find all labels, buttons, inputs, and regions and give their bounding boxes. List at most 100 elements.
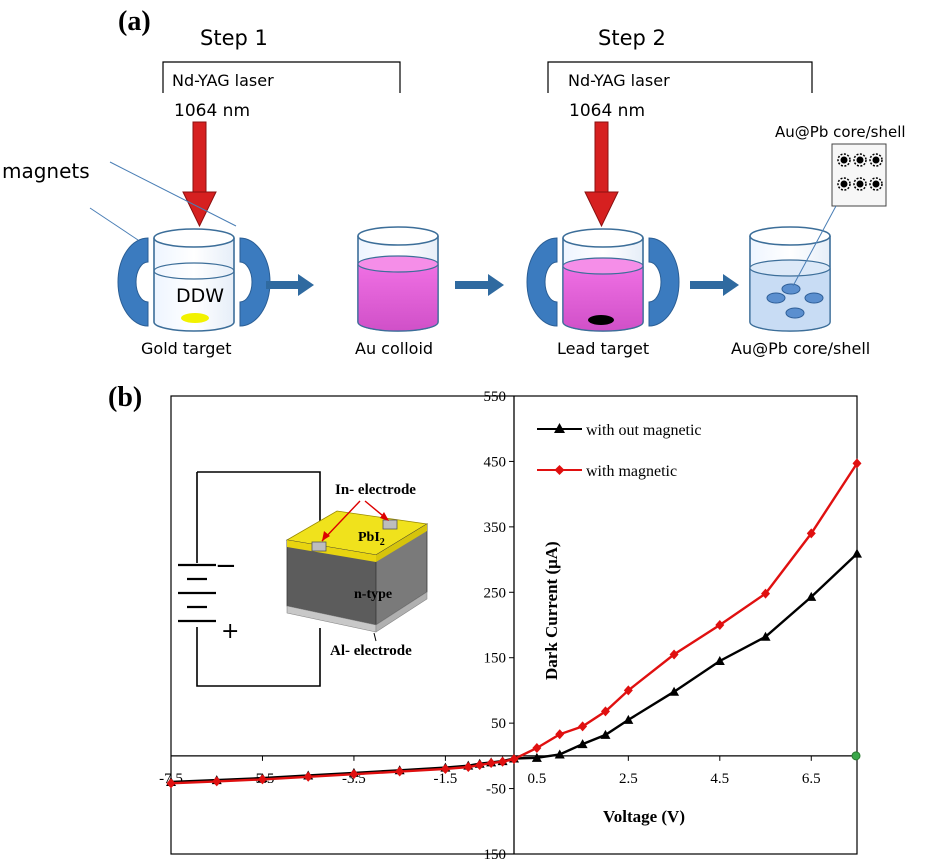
battery-minus: − bbox=[215, 551, 237, 581]
step1-laser-label: Nd-YAG laser bbox=[172, 71, 274, 90]
x-tick-label: 2.5 bbox=[619, 771, 638, 787]
particle-icon bbox=[785, 307, 805, 319]
y-tick-label: -50 bbox=[486, 782, 506, 798]
data-point bbox=[577, 739, 588, 749]
step2-laser-bracket bbox=[547, 61, 813, 93]
beaker-lead-target bbox=[526, 228, 680, 332]
in-electrode-pad-icon bbox=[311, 541, 327, 552]
particle-icon bbox=[804, 292, 824, 304]
x-tick-label: 6.5 bbox=[802, 771, 821, 787]
step1-laser-beam bbox=[182, 121, 217, 228]
y-tick-label: 350 bbox=[484, 520, 507, 536]
data-point bbox=[714, 655, 725, 665]
beaker-au-colloid bbox=[357, 226, 439, 332]
legend-entry-without-magnetic: with out magnetic bbox=[537, 422, 702, 439]
y-tick-label: 450 bbox=[484, 454, 507, 470]
data-point bbox=[531, 752, 542, 762]
data-point bbox=[623, 714, 634, 724]
in-electrode-pointer bbox=[321, 500, 361, 542]
magnets-pointer-left bbox=[89, 207, 139, 241]
data-point bbox=[395, 766, 405, 777]
data-point bbox=[532, 743, 542, 754]
data-point bbox=[600, 729, 611, 739]
data-point bbox=[715, 620, 725, 630]
data-point bbox=[475, 760, 485, 771]
al-electrode-pointer bbox=[373, 632, 377, 642]
in-electrode-label: In- electrode bbox=[335, 482, 416, 498]
x-tick-label: 0.5 bbox=[527, 771, 546, 787]
magnet-left-icon bbox=[526, 237, 558, 327]
y-tick-label: 50 bbox=[491, 716, 506, 732]
ddw-label: DDW bbox=[176, 285, 224, 307]
data-point bbox=[212, 776, 222, 787]
chart-series bbox=[166, 458, 862, 789]
data-point bbox=[806, 591, 817, 601]
beaker-gold-target: DDW bbox=[117, 228, 271, 332]
step2-laser-label: Nd-YAG laser bbox=[568, 71, 670, 90]
step1-wavelength: 1064 nm bbox=[174, 101, 250, 121]
data-point bbox=[257, 774, 267, 785]
gold-target-icon bbox=[181, 313, 209, 323]
beaker-core-shell bbox=[749, 226, 831, 332]
data-point bbox=[852, 458, 862, 469]
panel-b-label: (b) bbox=[108, 382, 142, 413]
battery-icon bbox=[178, 563, 216, 623]
data-point bbox=[463, 761, 473, 772]
panel-b: (b) -7.5-5.5-3.5-1.50.52.54.56.5 5504503… bbox=[108, 382, 862, 863]
inset-pointer bbox=[792, 205, 837, 287]
caption-core-shell: Au@Pb core/shell bbox=[731, 339, 870, 358]
core-shell-particles-icon bbox=[837, 153, 883, 191]
battery-plus: + bbox=[221, 619, 239, 644]
panel-a-label: (a) bbox=[118, 6, 151, 37]
data-point bbox=[806, 528, 816, 539]
legend-label: with magnetic bbox=[586, 463, 677, 480]
step2-wavelength: 1064 nm bbox=[569, 101, 645, 121]
magnet-right-icon bbox=[648, 237, 680, 327]
step1-laser-bracket bbox=[162, 61, 401, 93]
y-tick-label: 550 bbox=[484, 389, 507, 405]
magnet-left-icon bbox=[117, 237, 149, 327]
y-tick-label: 250 bbox=[484, 585, 507, 601]
y-axis-label: Dark Current (μA) bbox=[542, 541, 561, 680]
core-shell-inset bbox=[831, 143, 887, 207]
step2-laser-beam bbox=[584, 121, 619, 228]
particle-icon bbox=[781, 283, 801, 295]
process-arrow-3 bbox=[690, 274, 739, 296]
panel-a: (a) Step 1 Nd-YAG laser 1064 nm magnets … bbox=[2, 6, 906, 358]
process-arrow-1 bbox=[266, 274, 314, 296]
data-point bbox=[498, 756, 508, 767]
x-axis-label: Voltage (V) bbox=[603, 807, 685, 826]
data-point bbox=[852, 548, 862, 558]
al-electrode-label: Al- electrode bbox=[330, 643, 412, 659]
y-tick-label: 150 bbox=[484, 847, 507, 863]
data-point bbox=[440, 763, 450, 774]
data-point bbox=[669, 649, 679, 660]
caption-gold-target: Gold target bbox=[141, 339, 232, 358]
circuit-wire-top bbox=[197, 471, 321, 532]
data-point bbox=[509, 754, 519, 765]
data-point bbox=[761, 588, 771, 599]
n-type-label: n-type bbox=[354, 587, 392, 602]
data-point bbox=[623, 685, 633, 696]
magnets-pointer-right bbox=[109, 161, 237, 227]
magnets-label: magnets bbox=[2, 159, 90, 183]
lead-target-icon bbox=[588, 315, 614, 325]
inset-core-shell-label: Au@Pb core/shell bbox=[775, 123, 906, 141]
series-with-magnetic bbox=[166, 458, 862, 789]
step1-title: Step 1 bbox=[200, 26, 268, 50]
data-point bbox=[303, 771, 313, 782]
series-line bbox=[170, 462, 859, 785]
pbi2-label: PbI2 bbox=[358, 530, 385, 548]
step2-title: Step 2 bbox=[598, 26, 666, 50]
legend-entry-with-magnetic: with magnetic bbox=[537, 463, 677, 480]
particle-icon bbox=[766, 292, 786, 304]
in-electrode-pad-icon bbox=[382, 519, 398, 530]
legend-label: with out magnetic bbox=[586, 422, 702, 439]
data-point bbox=[600, 706, 610, 717]
device-inset: − + PbI2 n-type In- electrode Al- electr… bbox=[178, 471, 429, 687]
chart-legend: with out magnetic with magnetic bbox=[537, 422, 702, 480]
data-point bbox=[349, 769, 359, 780]
data-point bbox=[166, 778, 176, 789]
